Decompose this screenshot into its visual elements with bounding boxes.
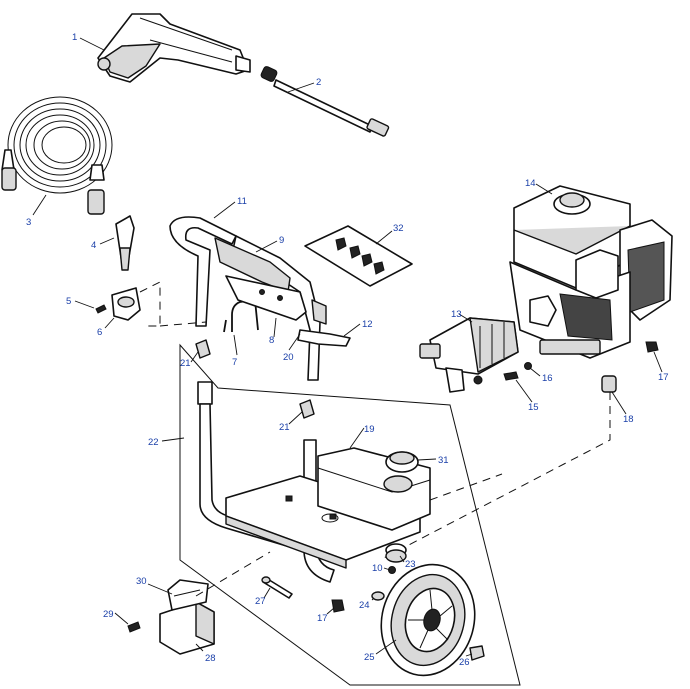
toolbox: [159, 579, 215, 655]
callout-18: 18: [623, 414, 634, 425]
callout-20: 20: [283, 352, 294, 363]
callout-28: 28: [205, 653, 216, 664]
callout-14: 14: [525, 178, 536, 189]
hose-bracket: [111, 281, 161, 327]
assembly-line-toolbox: [195, 551, 271, 597]
spray-lance: [260, 66, 390, 137]
callout-29: 29: [103, 609, 114, 620]
engine: [509, 185, 673, 359]
assembly-line-pump: [429, 473, 503, 501]
callout-30: 30: [136, 576, 147, 587]
washer-24: [371, 591, 385, 601]
nut-16: [524, 362, 532, 370]
callout-21-lower: 21: [279, 422, 290, 433]
callout-24: 24: [359, 600, 370, 611]
cap-31: [385, 451, 419, 473]
callout-21-upper: 21: [180, 358, 191, 369]
callout-31: 31: [438, 455, 449, 466]
callout-16: 16: [542, 373, 553, 384]
callout-labels: 1 2 3 4 5 6 7 8 9 10 11 12 13 14 15 16 1…: [26, 32, 669, 668]
hose-hook: [223, 298, 259, 333]
callout-3: 3: [26, 217, 31, 228]
nozzle-holder: [115, 215, 135, 271]
callout-12: 12: [362, 319, 373, 330]
pump: [419, 317, 519, 393]
wheel: [380, 563, 476, 677]
callout-23: 23: [405, 559, 416, 570]
callout-17-upper: 17: [658, 372, 669, 383]
callout-27: 27: [255, 596, 266, 607]
handle-frame: [159, 216, 351, 381]
isolator-23: [385, 543, 407, 563]
nut-17-lower: [331, 599, 345, 613]
frame-assembly-outline: [179, 343, 521, 686]
nut-17-upper: [645, 341, 659, 353]
callout-2: 2: [316, 77, 321, 88]
callout-22: 22: [148, 437, 159, 448]
callout-32: 32: [393, 223, 404, 234]
bolt-15: [503, 371, 519, 381]
axle-27: [261, 576, 293, 599]
callout-9: 9: [279, 235, 284, 246]
callout-10: 10: [372, 563, 383, 574]
leader-lines: [32, 37, 663, 657]
nut-10: [388, 566, 396, 574]
callout-11: 11: [237, 196, 247, 207]
spray-gun: [97, 13, 251, 83]
mount-18: [379, 375, 617, 561]
callout-15: 15: [528, 402, 539, 413]
callout-25: 25: [364, 652, 375, 663]
callout-19: 19: [364, 424, 375, 435]
frame-base: [225, 475, 421, 569]
hardware-bag: [304, 225, 413, 287]
screw-29: [127, 621, 141, 633]
callout-7: 7: [232, 357, 237, 368]
callout-26: 26: [459, 657, 470, 668]
nut-26: [469, 645, 485, 661]
callout-5: 5: [66, 296, 71, 307]
pressure-hose: [1, 96, 113, 215]
screw-5: [95, 304, 107, 314]
callout-13: 13: [451, 309, 462, 320]
callout-4: 4: [91, 240, 96, 251]
callout-17-lower: 17: [317, 613, 328, 624]
callout-1: 1: [72, 32, 77, 43]
callout-8: 8: [269, 335, 274, 346]
callout-6: 6: [97, 327, 102, 338]
